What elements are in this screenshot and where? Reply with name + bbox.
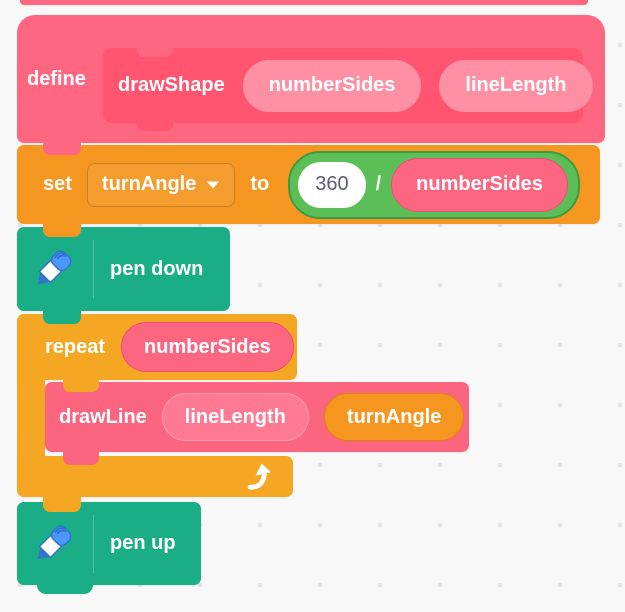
- repeat-block-left-wall[interactable]: [17, 380, 45, 456]
- define-hat-block[interactable]: define drawShape numberSides lineLength: [17, 15, 605, 143]
- pen-down-label: pen down: [110, 257, 204, 280]
- procedure-prototype-block[interactable]: drawShape numberSides lineLength: [103, 48, 593, 131]
- notch-fill: [43, 224, 81, 237]
- notch-fill: [43, 311, 81, 324]
- set-variable-block[interactable]: set turnAngle to 360 / numberSides: [17, 142, 600, 224]
- draw-line-call-block[interactable]: drawLine lineLength turnAngle: [45, 379, 469, 452]
- set-keyword-label: set: [43, 173, 72, 195]
- define-keyword-label: define: [27, 67, 86, 90]
- block-divider: [93, 514, 94, 573]
- division-slash-label: /: [375, 173, 382, 195]
- connector-nub: [37, 584, 93, 594]
- argument-pill-numbersides[interactable]: numberSides: [121, 322, 294, 372]
- connector-nub: [137, 122, 173, 131]
- variable-dropdown-value: turnAngle: [101, 173, 197, 195]
- argument-pill-numbersides[interactable]: numberSides: [391, 157, 568, 212]
- repeat-keyword-label: repeat: [45, 335, 106, 358]
- argument-pill-linelength[interactable]: lineLength: [161, 393, 309, 441]
- procedure-name-label: drawShape: [118, 74, 225, 96]
- variable-dropdown[interactable]: turnAngle: [86, 162, 236, 207]
- notch-fill: [137, 48, 173, 57]
- pen-up-label: pen up: [110, 532, 176, 554]
- pen-icon: [37, 524, 72, 559]
- block-divider: [93, 240, 94, 298]
- notch-fill: [63, 452, 99, 465]
- clipped-block-fragment: [20, 0, 588, 5]
- parameter-pill-linelength[interactable]: lineLength: [439, 59, 593, 112]
- draw-line-name-label: drawLine: [59, 405, 147, 428]
- pen-icon: [37, 250, 72, 285]
- notch-fill: [43, 142, 81, 155]
- dropdown-arrow-icon: [207, 181, 220, 189]
- division-operator-block[interactable]: 360 / numberSides: [288, 150, 580, 219]
- parameter-pill-numbersides[interactable]: numberSides: [242, 59, 422, 112]
- repeat-block-footer[interactable]: [17, 452, 293, 497]
- to-keyword-label: to: [250, 173, 270, 195]
- loop-arrow-icon: [245, 463, 281, 490]
- pen-up-block[interactable]: pen up: [17, 497, 201, 594]
- repeat-block-header[interactable]: repeat numberSides: [17, 311, 297, 380]
- variable-pill-turnangle[interactable]: turnAngle: [323, 393, 465, 441]
- pen-down-block[interactable]: pen down: [17, 224, 230, 311]
- notch-fill: [43, 497, 81, 512]
- number-input[interactable]: 360: [298, 161, 366, 208]
- notch-fill: [63, 379, 99, 392]
